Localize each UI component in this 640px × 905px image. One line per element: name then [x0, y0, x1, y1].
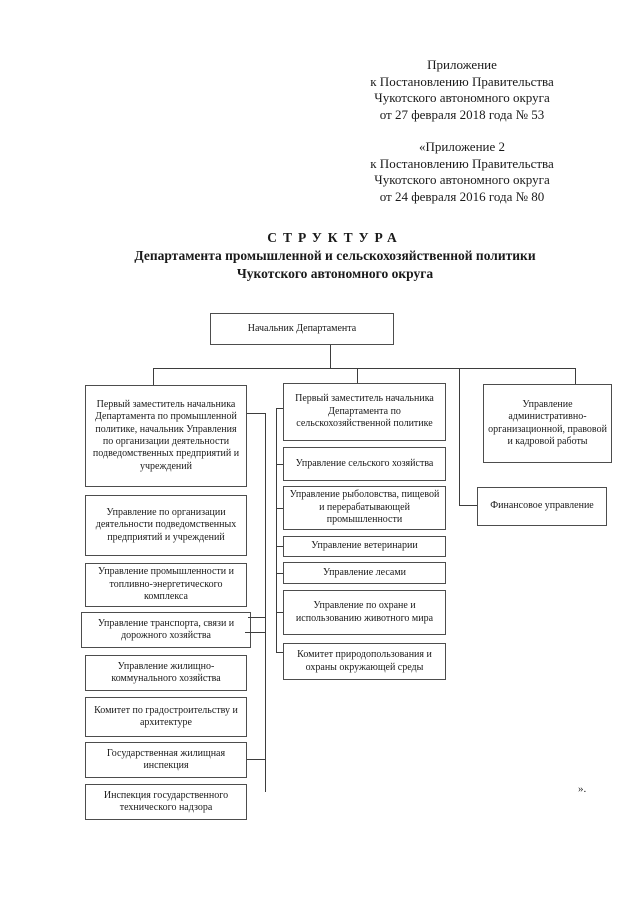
org-box-fisheries-food-industry: Управление рыболовства, пищевой и перера…	[283, 486, 446, 530]
org-box-finance-directorate: Финансовое управление	[477, 487, 607, 526]
connector-tick-fisheries	[276, 508, 283, 509]
header-line: от 27 февраля 2018 года № 53	[379, 106, 545, 122]
closing-quote-mark: ».	[578, 783, 587, 795]
connector-tick-forestry	[276, 573, 283, 574]
connector-tick-nature-committee	[276, 652, 283, 653]
org-box-housing-utilities: Управление жилищно-коммунального хозяйст…	[85, 655, 247, 691]
connector-tick-transport-upper	[248, 617, 265, 618]
org-box-wildlife-protection: Управление по охране и использованию жив…	[283, 590, 446, 635]
connector-tick-industrial-head	[247, 413, 265, 414]
header-line: Чукотского автономного округа	[374, 172, 550, 187]
org-box-state-technical-inspection: Инспекция государственного технического …	[85, 784, 247, 820]
connector-tick-wildlife	[276, 612, 283, 613]
header-line: к Постановлению Правительства	[370, 155, 554, 171]
connector-tick-veterinary	[276, 546, 283, 547]
header-line: от 24 февраля 2016 года № 80	[379, 188, 545, 204]
connector-agricultural-spine	[276, 408, 277, 653]
header-line: Приложение	[427, 57, 497, 72]
org-box-state-housing-inspection: Государственная жилищная инспекция	[85, 742, 247, 778]
appendix-header: Приложение к Постановлению Правительства…	[322, 57, 602, 205]
title-line-region: Чукотского автономного округа	[236, 266, 434, 281]
connector-tick-agriculture	[276, 464, 283, 465]
header-line: к Постановлению Правительства	[370, 73, 554, 89]
connector-finance-elbow	[460, 505, 477, 506]
org-box-agriculture-directorate: Управление сельского хозяйства	[283, 447, 446, 481]
org-box-veterinary: Управление ветеринарии	[283, 536, 446, 557]
title-line-structure: СТРУКТУРА	[267, 230, 403, 245]
connector-drop-industrial	[153, 369, 154, 385]
connector-finance-spine	[459, 369, 460, 506]
connector-main-horizontal	[153, 368, 576, 369]
connector-drop-admin	[575, 369, 576, 384]
org-box-first-deputy-industrial: Первый заместитель начальника Департамен…	[85, 385, 247, 487]
connector-root-stem	[330, 345, 331, 368]
org-box-urban-planning-committee: Комитет по градостроительству и архитект…	[85, 697, 247, 737]
header-line: Чукотского автономного округа	[374, 90, 550, 105]
org-box-department-head: Начальник Департамента	[210, 313, 394, 345]
appendix-header-2: «Приложение 2 к Постановлению Правительс…	[322, 139, 602, 205]
title-line-department: Департамента промышленной и сельскохозяй…	[134, 248, 536, 263]
org-box-first-deputy-agricultural: Первый заместитель начальника Департамен…	[283, 383, 446, 441]
org-box-forestry: Управление лесами	[283, 562, 446, 584]
org-box-transport-roads: Управление транспорта, связи и дорожного…	[81, 612, 251, 648]
connector-tick-transport-lower	[245, 632, 265, 633]
org-box-admin-legal-hr: Управление административно-организационн…	[483, 384, 612, 463]
org-box-subordinate-enterprises-directorate: Управление по организации деятельности п…	[85, 495, 247, 556]
connector-drop-agricultural	[357, 369, 358, 383]
org-box-industry-fuel-energy: Управление промышленности и топливно-эне…	[85, 563, 247, 607]
connector-industrial-spine	[265, 413, 266, 792]
org-box-nature-management-committee: Комитет природопользования и охраны окру…	[283, 643, 446, 680]
document-title: СТРУКТУРА Департамента промышленной и се…	[30, 229, 640, 283]
header-line: «Приложение 2	[418, 139, 506, 154]
connector-tick-agricultural-head	[276, 408, 283, 409]
connector-tick-housing-inspection	[247, 759, 265, 760]
